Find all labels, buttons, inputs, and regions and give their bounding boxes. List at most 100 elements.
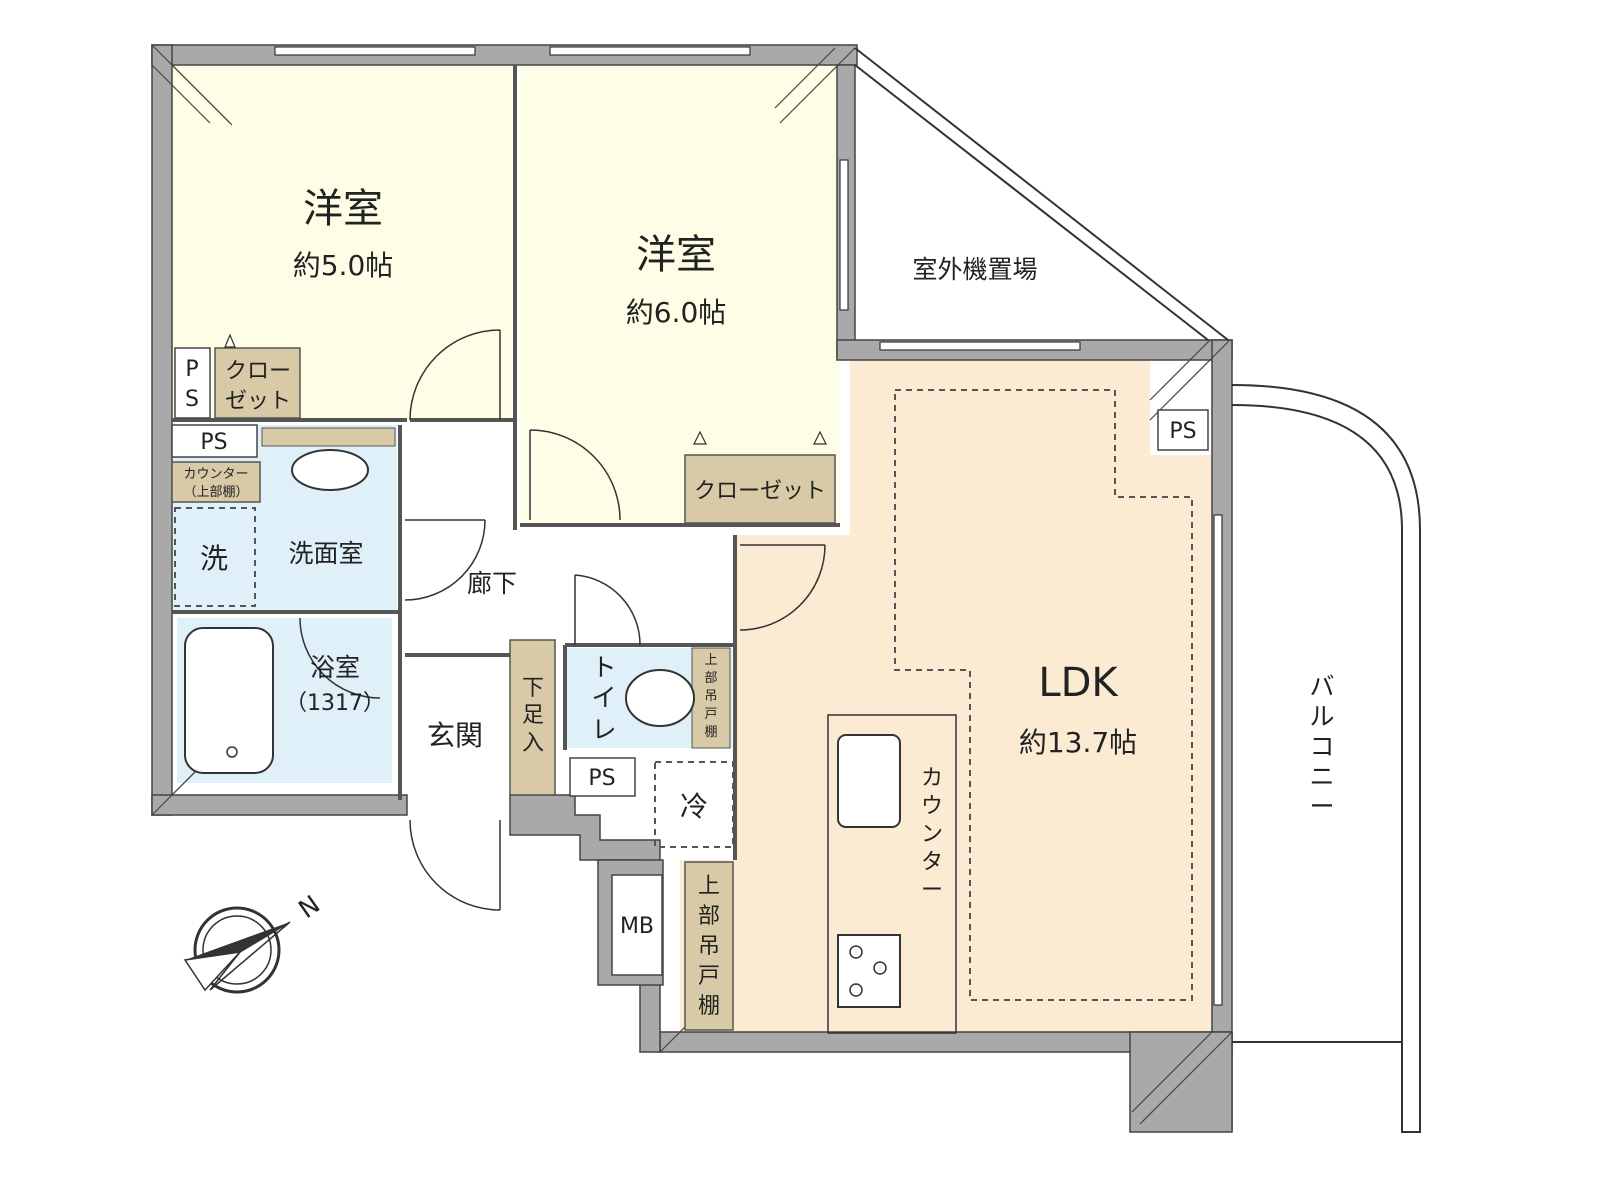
shoe-box: [509, 639, 556, 796]
shoe-box-label: 下 足 入: [522, 676, 544, 756]
corner-hatch-bottom-right: [1131, 1031, 1233, 1125]
burner-icon: [849, 945, 863, 959]
mb-box: [611, 874, 663, 976]
svg-text:ー: ー: [921, 878, 943, 903]
ldk-dining-zone: [894, 389, 1193, 1001]
svg-text:棚: 棚: [704, 725, 717, 740]
svg-text:ウ: ウ: [921, 794, 943, 819]
svg-text:S: S: [185, 387, 199, 412]
toilet-bowl-icon: [625, 669, 695, 727]
balcony-label: バ ル コ ニ ー: [1309, 672, 1334, 821]
ps-box-ldk: [1157, 409, 1209, 451]
svg-text:ー: ー: [1309, 792, 1334, 821]
svg-text:ル: ル: [1309, 702, 1334, 731]
closet-bedroom2: [684, 454, 836, 524]
fridge-label: 冷: [680, 790, 708, 823]
svg-text:ゼット: ゼット: [225, 389, 291, 414]
svg-text:クロー: クロー: [225, 359, 291, 384]
svg-text:バ: バ: [1309, 672, 1334, 701]
ldk-name: LDK: [1038, 660, 1119, 706]
ps-washroom-label: PS: [200, 430, 227, 455]
fridge-space: [654, 761, 734, 848]
ps-ldk-label: PS: [1169, 419, 1196, 444]
svg-text:コ: コ: [1309, 732, 1334, 761]
bath-size: （1317）: [285, 691, 385, 716]
svg-text:足: 足: [522, 703, 544, 728]
toilet-shelf-label: 上 部 吊 戸 棚: [704, 653, 717, 740]
closet-small: [214, 347, 301, 419]
svg-text:上: 上: [698, 874, 720, 899]
vanity-top: [261, 427, 396, 447]
svg-text:タ: タ: [921, 850, 943, 875]
svg-text:（上部棚）: （上部棚）: [183, 485, 248, 500]
outdoor-unit-boundary-inner: [854, 64, 1209, 341]
svg-text:吊: 吊: [704, 689, 717, 704]
ps-box-vertical: [174, 347, 211, 419]
svg-text:上: 上: [704, 653, 717, 668]
kitchen-sink-icon: [837, 734, 901, 828]
mb-label: MB: [620, 914, 654, 939]
svg-text:ン: ン: [921, 822, 943, 847]
wall-left: [151, 44, 173, 816]
bath-name: 浴室: [310, 653, 360, 682]
washer-label: 洗: [200, 542, 228, 575]
svg-text:P: P: [185, 357, 198, 382]
svg-text:部: 部: [704, 671, 717, 686]
closet-bedroom2-label: クローゼット: [694, 479, 826, 504]
washbasin-icon: [291, 449, 369, 491]
counter-shelf-label: カウンター （上部棚）: [183, 467, 248, 500]
corner-hatch-top-left: [151, 44, 233, 126]
svg-text:イ: イ: [591, 683, 616, 712]
door-stop-icon: [224, 333, 827, 445]
kitchen-shelf-label: 上 部 吊 戸 棚: [698, 874, 720, 1019]
svg-text:棚: 棚: [698, 994, 720, 1019]
svg-text:下: 下: [522, 676, 544, 701]
outdoor-unit-label: 室外機置場: [912, 255, 1037, 284]
svg-text:ト: ト: [591, 653, 616, 682]
bathtub-icon: [184, 627, 274, 774]
entrance-label: 玄関: [427, 719, 483, 752]
interior-walls: [172, 65, 840, 860]
ldk-area: 約13.7帖: [1019, 726, 1137, 759]
svg-text:戸: 戸: [698, 964, 720, 989]
ps-vertical-label: P S: [185, 357, 199, 412]
bedroom2-area: 約6.0帖: [626, 296, 727, 329]
counter-shelf: [171, 461, 261, 503]
bedroom1-name: 洋室: [303, 186, 383, 232]
kitchen-counter-label: カ ウ ン タ ー: [921, 766, 943, 903]
svg-text:部: 部: [698, 904, 720, 929]
burner-icon: [873, 961, 887, 975]
kitchen-shelf: [684, 861, 734, 1031]
compass-icon: [183, 906, 291, 994]
corner-hatch-ldk: [1149, 339, 1231, 421]
wall-bottom-left: [151, 794, 408, 816]
closet-small-label: クロー ゼット: [225, 359, 291, 414]
windows: [274, 46, 1223, 1006]
ps-box-washroom: [171, 424, 258, 458]
burner-icon: [849, 983, 863, 997]
bedroom1-area: 約5.0帖: [293, 249, 394, 282]
svg-text:戸: 戸: [704, 707, 717, 722]
kitchen-counter-outline: [827, 714, 957, 1034]
ldk-floor: [680, 360, 1212, 1032]
svg-text:吊: 吊: [698, 934, 720, 959]
north-label: N: [293, 890, 325, 924]
svg-text:カ: カ: [921, 766, 943, 791]
wall-top-left: [151, 44, 858, 66]
corner-hatch-top-right: [774, 47, 856, 124]
svg-text:レ: レ: [591, 715, 616, 744]
outdoor-unit-boundary: [854, 47, 1229, 341]
washroom-label: 洗面室: [288, 539, 363, 568]
ps-box-hall: [569, 757, 636, 797]
bedroom2-name: 洋室: [636, 232, 716, 278]
ps-hall-label: PS: [588, 766, 615, 791]
doors: [299, 329, 826, 911]
bath-drain-icon: [226, 746, 238, 758]
svg-text:入: 入: [522, 731, 544, 756]
svg-text:ニ: ニ: [1309, 762, 1334, 791]
stove-icon: [837, 934, 901, 1008]
hall-label: 廊下: [467, 569, 517, 598]
bedroom2-floor: [520, 65, 840, 525]
balcony-outline: [1231, 384, 1421, 1133]
